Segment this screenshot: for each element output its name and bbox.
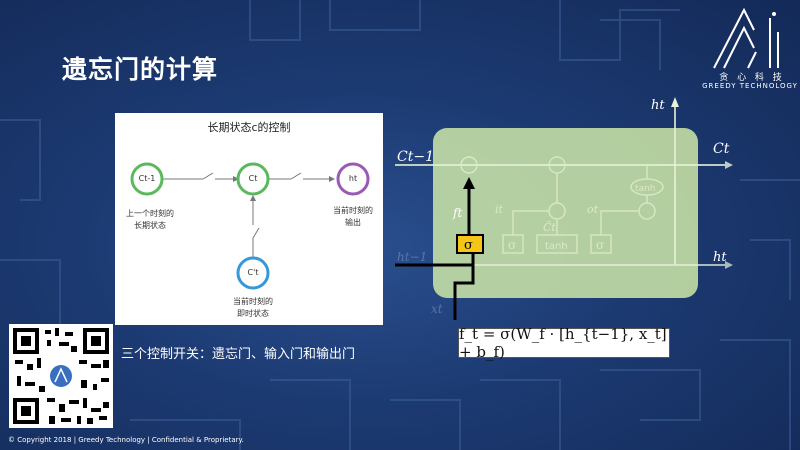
panel-title: 长期状态c的控制 [207, 121, 291, 134]
c-tilde-description: 当前时刻的 即时状态 [233, 297, 273, 318]
c-prev-description: 上一个时刻的 长期状态 [126, 209, 174, 230]
node-c-tilde-label: C't [247, 268, 259, 277]
label-c-tilde: C̃t [543, 221, 556, 234]
node-c-t-label: Ct [248, 174, 258, 183]
node-c-tilde [236, 256, 270, 290]
label-sigma-output: σ [596, 238, 604, 252]
node-c-prev-label: Ct-1 [138, 174, 156, 183]
forget-gate-formula: f_t = σ(W_f · [h_{t−1}, x_t] + b_f) [458, 325, 670, 361]
label-sigma-input: σ [508, 238, 516, 252]
node-c-t [236, 162, 270, 196]
lstm-cell-diagram: Ct−1 Ct ht ht ht−1 xt ft it C̃t ot tanh … [395, 97, 733, 320]
logo-chinese-text: 贪 心 科 技 [719, 73, 785, 83]
label-f-t: ft [452, 206, 462, 220]
greedy-technology-logo [713, 7, 779, 69]
node-h-t-label: ht [348, 174, 358, 183]
slide-title: 遗忘门的计算 [62, 55, 219, 84]
cell-state-control-panel: 长期状态c的控制 Ct-1 Ct ht C't 上一个时刻 [115, 113, 383, 325]
label-x-t: xt [431, 302, 443, 316]
node-h-t [336, 162, 370, 196]
qr-code [9, 324, 113, 428]
copyright-footer: © Copyright 2018 | Greedy Technology | C… [8, 436, 244, 444]
control-switches-caption: 三个控制开关：遗忘门、输入门和输出门 [121, 347, 356, 362]
label-c-t: Ct [713, 141, 730, 157]
label-h-right: ht [713, 250, 727, 265]
label-h-top: ht [651, 98, 665, 113]
label-sigma-forget: σ [464, 238, 473, 253]
label-tanh-gate: tanh [545, 241, 568, 252]
forget-gate-sigma [456, 234, 484, 254]
label-o-t: ot [587, 203, 599, 216]
label-c-prev: Ct−1 [397, 149, 434, 165]
label-tanh-top: tanh [635, 184, 655, 194]
label-h-prev: ht−1 [397, 250, 427, 264]
logo-english-text: GREEDY TECHNOLOGY [702, 82, 798, 90]
h-t-description: 当前时刻的 输出 [333, 206, 373, 227]
switch-diagram [130, 162, 370, 290]
label-i-t: it [495, 203, 504, 216]
node-c-prev [130, 162, 164, 196]
